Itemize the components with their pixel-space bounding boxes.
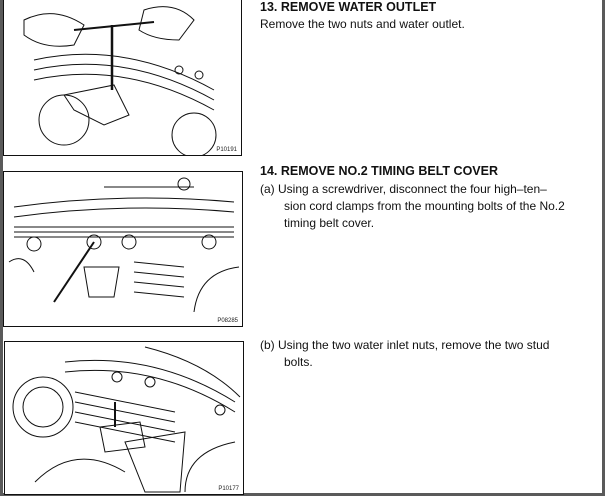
step-14b-line2: bolts. [284,355,313,369]
figure-stud-bolts: P10177 [4,341,244,495]
step-14b-line1: (b) Using the two water inlet nuts, remo… [260,338,550,352]
step-13-text: Remove the two nuts and water outlet. [260,17,465,31]
step-13-heading: 13. REMOVE WATER OUTLET [260,0,437,14]
figure-code: P10191 [216,147,237,153]
step-14a-line2: sion cord clamps from the mounting bolts… [284,199,565,213]
step-14a-line1: (a) Using a screwdriver, disconnect the … [260,182,547,196]
figure-code: P10177 [218,486,239,492]
figure-code: P08285 [217,318,238,324]
step-14a-line3: timing belt cover. [284,216,375,230]
manual-page: P10191 P08285 P10177 13. REMOVE WATER OU… [3,0,602,495]
figure-timing-belt-cover: P08285 [3,171,243,327]
step-14-heading: 14. REMOVE NO.2 TIMING BELT COVER [260,164,498,178]
figure-water-outlet: P10191 [3,0,242,156]
